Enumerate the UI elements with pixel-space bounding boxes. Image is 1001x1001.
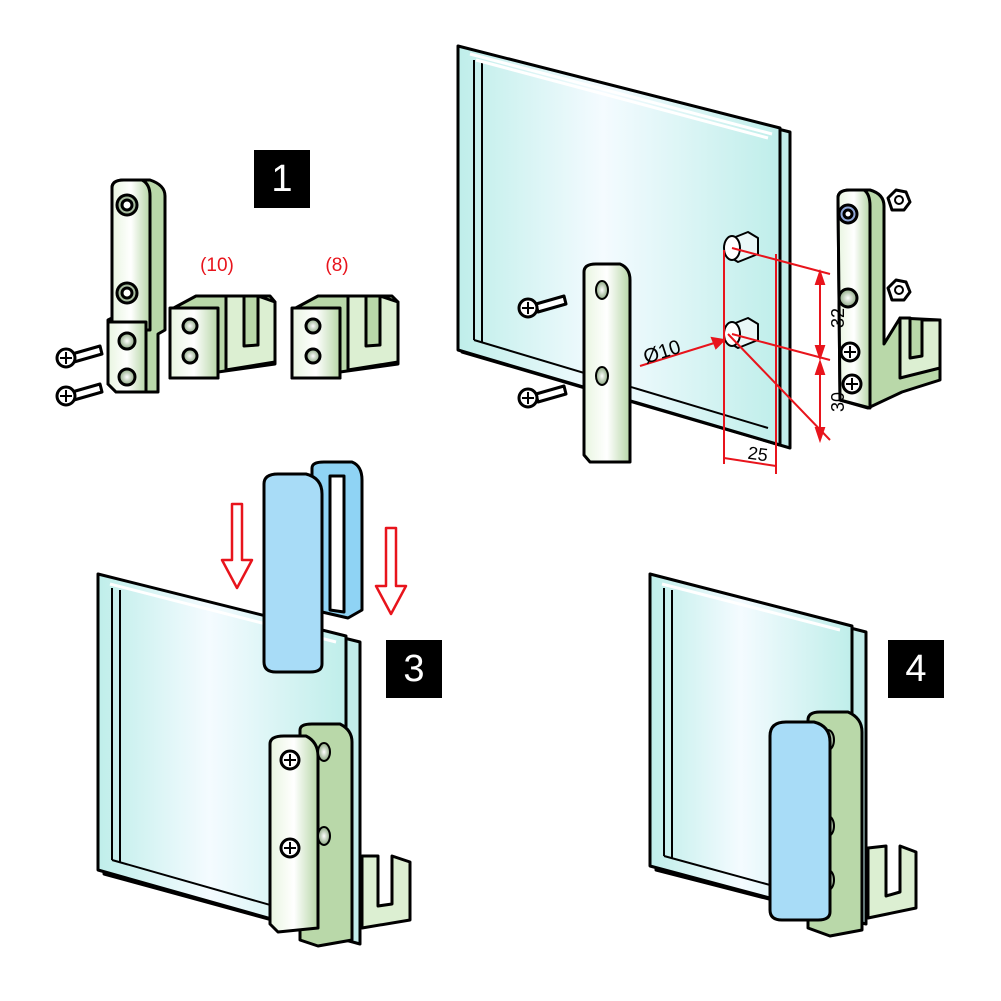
extension-lines	[727, 247, 831, 441]
step2-front-plate	[582, 262, 632, 464]
step3-arrow-right	[374, 526, 408, 616]
step1-clamp-block-10	[168, 294, 277, 380]
step-3-illustration	[96, 460, 412, 948]
block-label-8: (8)	[325, 255, 348, 276]
step2-nut-upper	[886, 188, 912, 212]
dim-30-label: 30	[828, 392, 848, 412]
horizontal-dimension-line	[723, 457, 777, 467]
step-1-illustration	[55, 178, 400, 407]
step1-screw-upper	[55, 344, 104, 369]
step2-drill-hole-upper	[723, 231, 759, 263]
step1-screw-lower	[55, 382, 104, 407]
step-4-illustration	[648, 572, 918, 938]
diameter-leader-line	[639, 339, 725, 367]
step2-hinge-assembly	[836, 188, 942, 410]
step-4-number: 4	[905, 647, 927, 690]
step2-glass-panel	[456, 44, 792, 450]
step3-cover-back	[310, 460, 364, 620]
step4-cover-cap	[768, 720, 832, 922]
step2-dimensions	[639, 247, 831, 474]
step-3-badge: 3	[386, 640, 442, 698]
step-1-badge: 1	[254, 150, 310, 208]
step3-mounted-plate	[268, 722, 412, 948]
step2-nut-lower	[886, 278, 912, 302]
step-1-number: 1	[271, 157, 293, 200]
step2-screw-lower	[517, 384, 568, 409]
step-3-number: 3	[403, 647, 425, 690]
step-2-illustration	[456, 44, 942, 464]
step3-arrow-left	[220, 502, 254, 590]
block-label-10: (10)	[200, 255, 234, 276]
dim-32-label: 32	[828, 308, 848, 328]
step-4-badge: 4	[888, 640, 944, 698]
step2-screw-upper	[517, 294, 568, 319]
step1-clamp-block-8	[290, 294, 400, 380]
step1-hinge-plate	[106, 178, 167, 394]
step3-cover-front	[262, 472, 324, 674]
horizontal-extension-lines	[723, 250, 777, 474]
dim-25-label: 25	[747, 443, 770, 466]
